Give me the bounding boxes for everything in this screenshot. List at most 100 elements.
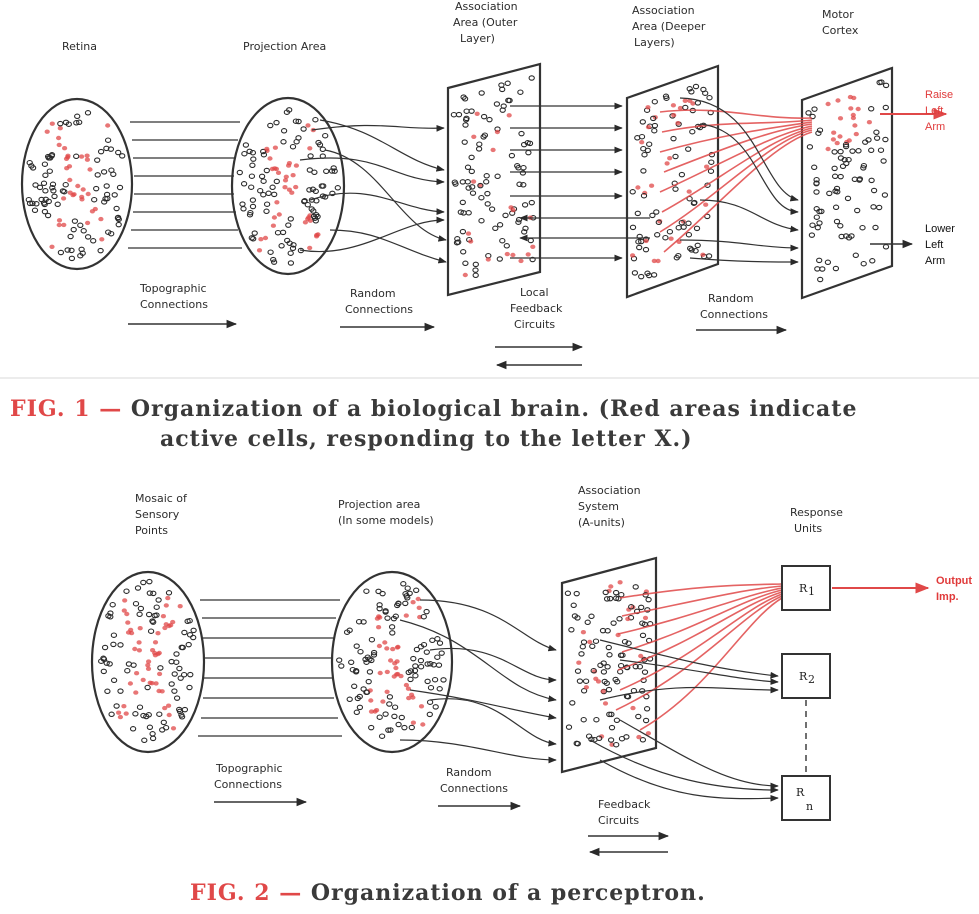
cell [824,259,832,266]
active-cell [465,231,472,236]
cell [480,134,487,140]
projection-cells-2 [336,581,447,739]
cell [516,181,523,188]
cell [882,104,889,111]
cell [527,237,534,244]
cell [882,136,889,143]
active-cell [125,620,131,625]
assoc-outer-label-1: Association [455,0,518,13]
active-cell [270,223,276,228]
cell [173,695,181,701]
cell [315,139,322,146]
cell [838,233,845,240]
cell [283,109,291,115]
cell [106,661,113,667]
projection-label-1: Projection area [338,498,420,511]
cell [573,590,580,597]
retina-cells [25,110,126,262]
cell [304,201,311,208]
cell [57,120,64,127]
cell [468,154,475,161]
cell [650,115,657,122]
cell [434,654,441,660]
cell [61,188,68,195]
cell [584,619,591,626]
active-cell [177,604,183,609]
cell [103,145,110,152]
cell [427,684,435,691]
cell [376,605,383,612]
cell [136,704,144,710]
active-cell [137,626,143,631]
random2-label-2: Connections [700,308,768,321]
cell [417,643,425,650]
cell [663,95,670,101]
active-cell [153,681,159,686]
active-cell [851,95,857,101]
cell [616,616,623,622]
random1-label-2: Connections [345,303,413,316]
cell [42,188,49,194]
random-connection-curves-3 [399,599,557,764]
active-cell [866,120,873,125]
cell [400,581,407,587]
cell [618,735,626,742]
cell [159,727,166,733]
cell [314,213,321,220]
cell [518,130,525,137]
cell [289,143,297,150]
active-cell [703,202,709,207]
cell [258,173,266,180]
cell [386,694,394,700]
cell [685,231,693,238]
cell [41,208,49,215]
r2-subscript: 2 [808,673,815,686]
cell [249,203,257,210]
active-cell [636,734,642,740]
active-cell [67,177,73,183]
active-cell [368,698,374,703]
lower-arm-label-1: Lower [925,223,955,235]
active-cell [89,209,95,214]
cell [605,644,612,651]
cell [284,237,291,244]
active-cell [105,123,111,128]
cell [480,113,488,120]
topographic-connection-lines-2 [198,599,342,737]
cell [132,600,140,607]
cell [811,164,818,171]
cell [851,176,858,183]
cell [382,609,389,615]
cell [638,604,645,611]
cell [307,153,314,159]
outer-to-deeper-lines [510,102,623,200]
cell [103,191,111,198]
cell [271,191,278,198]
cell [860,162,868,169]
active-cell [686,189,692,194]
cell [171,688,178,694]
cell [690,200,698,206]
cell [323,168,330,175]
cell [267,249,274,255]
cell [28,163,35,169]
cell [65,121,72,127]
cell [493,101,501,107]
cell [464,164,472,171]
cell [508,152,516,159]
cell [483,173,490,179]
cell [854,207,861,214]
active-cell [384,669,390,675]
cell [576,678,584,684]
cell [424,678,431,685]
active-cell [853,131,859,137]
cell [706,94,713,101]
active-cell [264,146,270,152]
feedback-label-2: Feedback [510,302,563,315]
cell [610,620,617,626]
association-outer-cells [450,75,537,279]
cell [436,640,444,646]
cell [140,579,147,586]
cell [596,735,603,742]
cell [101,644,109,651]
